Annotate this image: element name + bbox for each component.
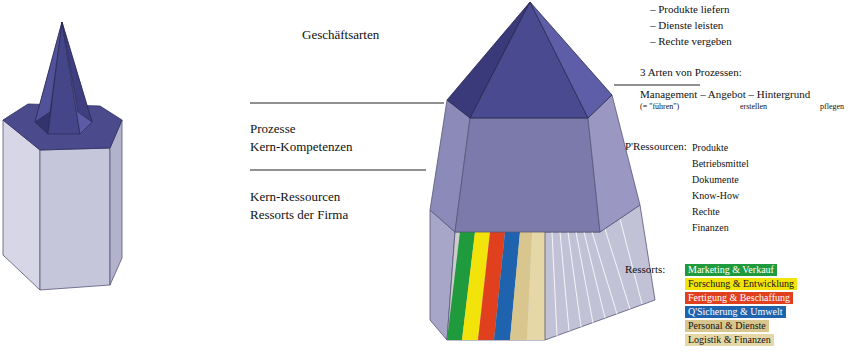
legend-swatch: Q'Sicherung & Umwelt <box>685 306 786 318</box>
resource-heading: P'Ressourcen: <box>625 140 687 153</box>
process-types: Management – Angebot – Hintergrund <box>640 88 810 101</box>
legend-swatch: Personal & Dienste <box>685 320 769 332</box>
resource-item: Betriebsmittel <box>692 158 749 170</box>
resource-item: Know-How <box>692 190 739 202</box>
business-type-item: – Rechte vergeben <box>650 35 732 48</box>
layer-label: Kern-Ressourcen <box>250 190 340 205</box>
process-note: erstellen <box>740 102 767 111</box>
legend-heading: Ressorts: <box>625 263 665 276</box>
resource-item: Finanzen <box>692 222 729 234</box>
legend-swatch: Marketing & Verkauf <box>685 264 777 276</box>
legend-text: Marketing & Verkauf <box>688 264 774 275</box>
process-heading: 3 Arten von Prozessen: <box>640 66 742 79</box>
legend-text: Q'Sicherung & Umwelt <box>688 306 783 317</box>
resource-item: Produkte <box>692 142 728 154</box>
resource-item: Dokumente <box>692 174 739 186</box>
layer-label: Ressorts der Firma <box>250 208 348 223</box>
legend-text: Personal & Dienste <box>688 320 766 331</box>
process-note: (= "führen") <box>640 102 679 111</box>
legend-swatch: Logistik & Finanzen <box>685 334 774 346</box>
legend-swatch: Forschung & Entwicklung <box>685 278 797 290</box>
business-types-label: Geschäftsarten <box>302 28 379 43</box>
process-note: pflegen <box>820 102 844 111</box>
legend-text: Forschung & Entwicklung <box>688 278 794 289</box>
layer-label: Kern-Kompetenzen <box>250 140 353 155</box>
legend-text: Fertigung & Beschaffung <box>688 292 790 303</box>
business-type-item: – Dienste leisten <box>650 19 723 32</box>
resource-item: Rechte <box>692 206 720 218</box>
legend-swatch: Fertigung & Beschaffung <box>685 292 793 304</box>
business-type-item: – Produkte liefern <box>650 3 729 16</box>
layer-label: Prozesse <box>250 122 296 137</box>
legend-text: Logistik & Finanzen <box>688 334 771 345</box>
